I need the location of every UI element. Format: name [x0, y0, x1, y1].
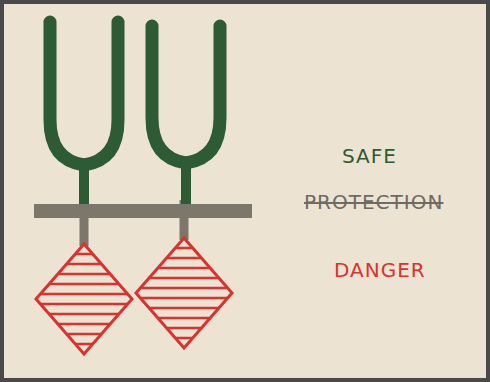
danger-hatch [30, 254, 140, 344]
danger-label: DANGER [334, 258, 426, 282]
safe-label: SAFE [342, 144, 397, 168]
struck-label: PROTECTION [304, 190, 443, 214]
fork-stem [181, 160, 191, 205]
fork-prong [50, 22, 118, 165]
protection-bar [34, 204, 252, 218]
danger-hatch [130, 248, 240, 338]
fork-stem [79, 162, 89, 205]
danger-diamond [136, 238, 232, 348]
fork-prong [152, 26, 220, 163]
danger-diamond [36, 244, 132, 354]
